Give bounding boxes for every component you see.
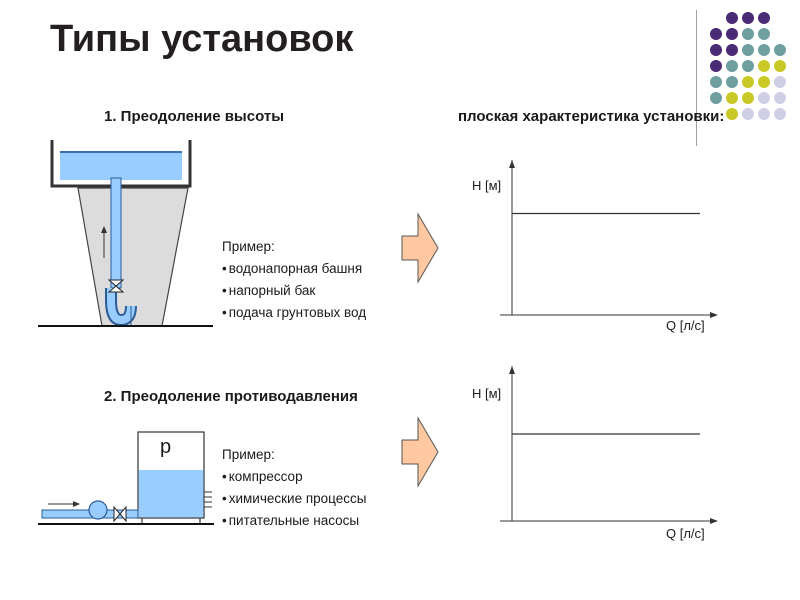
example-2: Пример: компрессор химические процессы п… <box>222 444 366 532</box>
chart-2-ylabel: H [м] <box>472 386 502 401</box>
chart-2 <box>500 366 718 524</box>
decorative-dot <box>742 76 754 88</box>
decorative-dot <box>742 28 754 40</box>
decorative-dot <box>758 44 770 56</box>
decorative-dot <box>726 44 738 56</box>
decorative-dot <box>774 44 786 56</box>
example-1-item: водонапорная башня <box>222 258 366 280</box>
decorative-dot <box>710 76 722 88</box>
chart-1-xlabel: Q [л/с] <box>666 318 705 333</box>
right-arrow-icon <box>401 212 439 284</box>
decorative-dot <box>758 76 770 88</box>
tank-pressure-label: p <box>160 436 172 458</box>
decorative-dot <box>726 92 738 104</box>
tower-body <box>77 187 189 327</box>
pressure-tank-diagram <box>38 431 214 525</box>
decorative-dot <box>758 12 770 24</box>
chart-2-xlabel: Q [л/с] <box>666 526 705 541</box>
example-2-item: питательные насосы <box>222 510 366 532</box>
decorative-dot <box>758 92 770 104</box>
example-2-label: Пример: <box>222 447 275 462</box>
valve-icon <box>113 505 127 523</box>
decorative-dot <box>758 28 770 40</box>
example-2-item: компрессор <box>222 466 366 488</box>
decorative-dot <box>726 76 738 88</box>
decorative-dot <box>742 108 754 120</box>
decorative-dot <box>726 108 738 120</box>
decorative-dot <box>742 92 754 104</box>
decorative-dot <box>742 44 754 56</box>
slide-title: Типы установок <box>50 18 354 60</box>
example-1: Пример: водонапорная башня напорный бак … <box>222 236 366 324</box>
heater-coil <box>204 491 212 508</box>
example-1-item: напорный бак <box>222 280 366 302</box>
tank-water <box>60 152 182 180</box>
decorative-dot <box>726 60 738 72</box>
right-heading: плоская характеристика установки: <box>458 108 725 125</box>
chart-1 <box>500 160 718 318</box>
decorative-dot <box>758 108 770 120</box>
decorative-dot-grid <box>710 12 786 120</box>
decorative-dot <box>726 28 738 40</box>
water-tower-diagram <box>38 140 213 327</box>
pump-icon <box>88 500 108 520</box>
riser-pipe <box>110 177 122 289</box>
section1-heading: 1. Преодоление высоты <box>104 108 285 125</box>
decorative-dot <box>758 60 770 72</box>
decorative-dot <box>710 60 722 72</box>
chart-1-ylabel: H [м] <box>472 178 502 193</box>
divider-line <box>696 10 697 146</box>
decorative-dot <box>710 92 722 104</box>
right-arrow-icon <box>401 416 439 488</box>
example-2-item: химические процессы <box>222 488 367 510</box>
decorative-dot <box>742 60 754 72</box>
decorative-dot <box>774 76 786 88</box>
decorative-dot <box>742 12 754 24</box>
decorative-dot <box>726 12 738 24</box>
tank-water <box>138 470 204 518</box>
decorative-dot <box>710 28 722 40</box>
section2-heading: 2. Преодоление противодавления <box>104 388 358 405</box>
decorative-dot <box>710 44 722 56</box>
decorative-dot <box>774 60 786 72</box>
decorative-dot <box>774 108 786 120</box>
example-1-label: Пример: <box>222 239 275 254</box>
decorative-dot <box>774 92 786 104</box>
example-1-item: подача грунтовых вод <box>222 302 366 324</box>
valve-icon <box>107 279 125 293</box>
